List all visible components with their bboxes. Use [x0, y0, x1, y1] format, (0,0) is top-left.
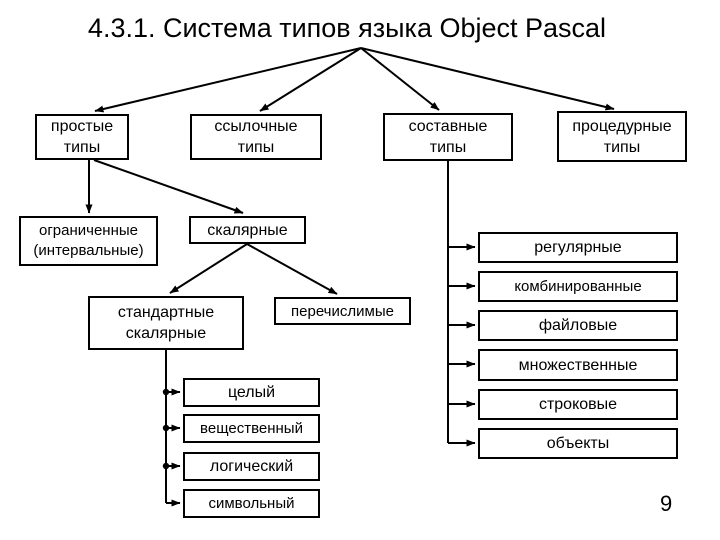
- node-integer-type: целый: [183, 378, 320, 407]
- node-label: ограниченные: [38, 222, 138, 239]
- slide-title: 4.3.1. Система типов языка Object Pascal: [87, 13, 607, 43]
- edge-root-composite-types: [360, 47, 440, 111]
- node-regular-types: регулярные: [478, 232, 678, 263]
- edge-scalar-standard-scalar: [169, 243, 248, 294]
- node-label: объекты: [546, 435, 610, 452]
- edge-scalar-enumerable: [246, 243, 338, 295]
- node-procedural-types: процедурные типы: [557, 111, 687, 162]
- page-number: 9: [660, 491, 673, 516]
- node-label: скалярные: [207, 221, 288, 239]
- node-label: логический: [209, 458, 294, 475]
- node-character-type: символьный: [183, 489, 320, 518]
- node-simple-types: простые типы: [35, 114, 129, 160]
- node-label: множественные: [518, 356, 638, 374]
- node-scalar-types: скалярные: [189, 216, 306, 244]
- node-real-type: вещественный: [183, 414, 320, 443]
- edge-root-simple-types: [94, 47, 362, 113]
- junction-dot: [162, 462, 170, 470]
- node-composite-types: составные типы: [383, 113, 513, 161]
- node-combined-types: комбинированные: [478, 271, 678, 302]
- node-label: процедурные: [572, 117, 672, 135]
- node-bounded-interval-types: ограниченные (интервальные): [19, 216, 158, 266]
- node-label: регулярные: [534, 239, 622, 256]
- junction-dot: [162, 424, 170, 432]
- node-standard-scalar-types: стандартные скалярные: [88, 296, 244, 350]
- node-reference-types: ссылочные типы: [190, 114, 322, 160]
- node-file-types: файловые: [478, 310, 678, 341]
- junction-dot: [162, 388, 170, 396]
- node-label: файловые: [538, 317, 618, 334]
- node-label: вещественный: [200, 420, 303, 437]
- node-label: строковые: [538, 396, 618, 413]
- node-label: символьный: [208, 495, 295, 512]
- node-enumerable-types: перечислимые: [274, 297, 411, 325]
- node-label: скалярные: [125, 325, 207, 342]
- node-string-types: строковые: [478, 389, 678, 420]
- node-label: целый: [227, 384, 276, 401]
- node-set-types: множественные: [478, 349, 678, 381]
- node-label: ссылочные: [214, 118, 298, 135]
- node-label: составные: [408, 118, 488, 135]
- edge-root-reference-types: [259, 47, 362, 112]
- node-label: типы: [237, 139, 275, 156]
- edge-simple-scalar: [93, 159, 244, 214]
- node-label: стандартные: [117, 304, 215, 321]
- node-label: простые: [50, 118, 114, 135]
- node-object-types: объекты: [478, 428, 678, 459]
- node-label: типы: [63, 139, 101, 156]
- node-label: типы: [429, 139, 467, 156]
- node-logical-type: логический: [183, 452, 320, 481]
- edge-root-procedural-types: [360, 47, 615, 111]
- node-label: перечислимые: [291, 302, 394, 320]
- node-label: комбинированные: [514, 278, 642, 295]
- node-label: (интервальные): [33, 242, 144, 259]
- node-label: типы: [603, 138, 641, 156]
